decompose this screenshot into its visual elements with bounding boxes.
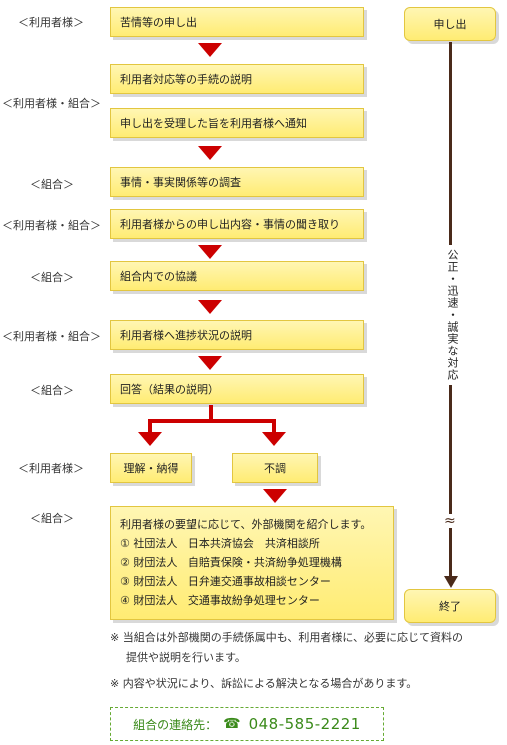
side-timeline-arrowhead (444, 576, 458, 588)
referral-box: 利用者様の要望に応じて、外部機関を紹介します。 ① 社団法人 日本共済協会 共済… (110, 506, 394, 620)
role-label-user: ＜利用者様＞ (18, 16, 84, 29)
step-text: 組合内での協議 (120, 270, 197, 283)
role-label-union: ＜組合＞ (30, 178, 74, 191)
step-complaint: 苦情等の申し出 (110, 7, 364, 37)
step-text: 申し出を受理した旨を利用者様へ通知 (120, 117, 307, 130)
branch-right-stem (272, 419, 276, 433)
referral-item: ④ 財団法人 交通事故紛争処理センター (120, 591, 384, 610)
result-text: 理解・納得 (123, 462, 179, 475)
flow-arrow (138, 432, 162, 446)
phone-icon: ☎ (223, 716, 241, 732)
side-timeline-label: 公正・迅速・誠実な対応 (444, 245, 460, 385)
step-answer: 回答（結果の説明） (110, 374, 364, 404)
referral-name: 日本共済協会 共済相談所 (187, 537, 320, 550)
note-2: ※ 内容や状況により、訴訟による解決となる場合があります。 (110, 674, 500, 694)
referral-name: 日弁連交通事故相談センター (187, 575, 331, 588)
result-text: 不調 (264, 462, 286, 475)
step-text: 回答（結果の説明） (120, 383, 219, 396)
contact-box: 組合の連絡先： ☎ 048-585-2221 (110, 707, 384, 741)
contact-phone[interactable]: 048-585-2221 (248, 715, 361, 733)
referral-num: ② (120, 556, 130, 569)
role-label-user-union: ＜利用者様・組合＞ (2, 219, 101, 232)
flow-arrow (263, 489, 287, 503)
branch-bar (148, 419, 276, 423)
referral-num: ④ (120, 594, 130, 607)
flow-arrow (262, 432, 286, 446)
result-understood: 理解・納得 (110, 453, 192, 483)
flow-arrow (198, 146, 222, 160)
step-internal-discussion: 組合内での協議 (110, 261, 364, 291)
step-progress-report: 利用者様へ進捗状況の説明 (110, 320, 364, 350)
referral-type: 財団法人 (133, 594, 178, 607)
role-label-union: ＜組合＞ (30, 384, 74, 397)
step-receipt-notice: 申し出を受理した旨を利用者様へ通知 (110, 108, 364, 138)
step-investigation: 事情・事実関係等の調査 (110, 167, 364, 197)
role-label-union: ＜組合＞ (30, 512, 74, 525)
role-label-user-union: ＜利用者様・組合＞ (2, 97, 101, 110)
role-label-user: ＜利用者様＞ (18, 462, 84, 475)
referral-item: ③ 財団法人 日弁連交通事故相談センター (120, 572, 384, 591)
step-text: 利用者様へ進捗状況の説明 (120, 329, 252, 342)
step-text: 利用者対応等の手続の説明 (120, 73, 252, 86)
step-text: 利用者様からの申し出内容・事情の聞き取り (120, 218, 340, 231)
flow-arrow (198, 356, 222, 370)
side-start-box: 申し出 (404, 7, 496, 41)
note-1: ※ 当組合は外部機関の手続係属中も、利用者様に、必要に応じて資料の 提供や説明を… (110, 628, 500, 668)
referral-type: 財団法人 (133, 575, 178, 588)
referral-type: 財団法人 (133, 556, 178, 569)
referral-item: ① 社団法人 日本共済協会 共済相談所 (120, 534, 384, 553)
timeline-break-mark: ≈ (444, 513, 456, 529)
note-mark: ※ (110, 677, 120, 690)
step-text: 苦情等の申し出 (120, 16, 197, 29)
step-procedure-explanation: 利用者対応等の手続の説明 (110, 64, 364, 94)
flow-arrow (198, 300, 222, 314)
side-start-text: 申し出 (433, 18, 467, 31)
step-hearing: 利用者様からの申し出内容・事情の聞き取り (110, 209, 364, 239)
role-label-union: ＜組合＞ (30, 271, 74, 284)
contact-label: 組合の連絡先： (133, 717, 218, 732)
note-1-line-a: 当組合は外部機関の手続係属中も、利用者様に、必要に応じて資料の (122, 631, 464, 644)
step-text: 事情・事実関係等の調査 (120, 176, 241, 189)
referral-item: ② 財団法人 自賠責保険・共済紛争処理機構 (120, 553, 384, 572)
note-1-line-b: 提供や説明を行います。 (126, 651, 246, 664)
branch-stem (209, 405, 213, 421)
referral-num: ① (120, 537, 130, 550)
branch-left-stem (148, 419, 152, 433)
flow-arrow (198, 43, 222, 57)
referral-num: ③ (120, 575, 130, 588)
side-end-text: 終了 (439, 600, 461, 613)
referral-type: 社団法人 (133, 537, 178, 550)
referral-name: 交通事故紛争処理センター (187, 594, 320, 607)
side-end-box: 終了 (404, 589, 496, 623)
note-2-text: 内容や状況により、訴訟による解決となる場合があります。 (122, 677, 418, 690)
note-mark: ※ (110, 631, 120, 644)
role-label-user-union: ＜利用者様・組合＞ (2, 330, 101, 343)
referral-intro: 利用者様の要望に応じて、外部機関を紹介します。 (120, 518, 372, 531)
result-unresolved: 不調 (232, 453, 318, 483)
flow-arrow (198, 245, 222, 259)
referral-name: 自賠責保険・共済紛争処理機構 (187, 556, 342, 569)
